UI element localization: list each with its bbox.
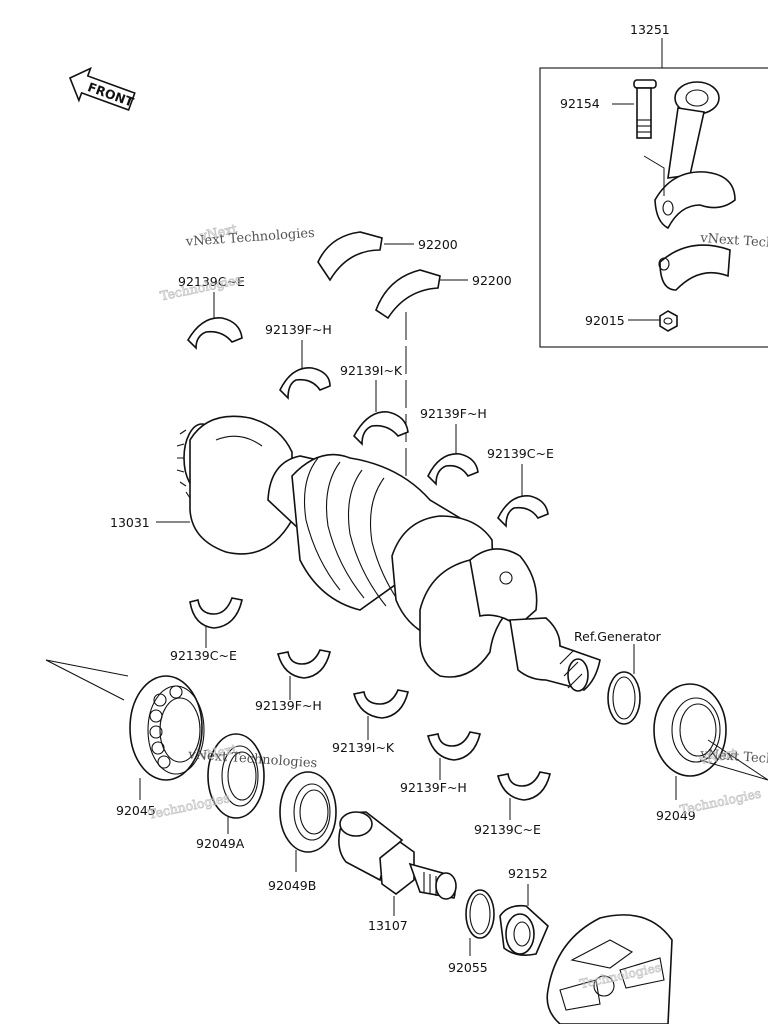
ball-bearing-icon	[129, 675, 205, 781]
callout-92139ce-mid: 92139C~E	[487, 446, 554, 461]
callout-92200-b: 92200	[472, 273, 512, 288]
main-bearing-lower-3	[353, 689, 409, 719]
callout-92139ce-low2: 92139C~E	[474, 822, 541, 837]
watermark-line2-c: Technologies	[678, 785, 762, 817]
callout-13107: 13107	[368, 918, 408, 933]
main-bearing-lower-5	[497, 771, 551, 801]
callout-92049a: 92049A	[196, 836, 245, 851]
callout-92139ce-top: 92139C~E	[178, 274, 245, 289]
connecting-rod-assembly: 13251 92154 92015	[539, 22, 768, 348]
rod-nut-icon	[659, 310, 678, 332]
o-ring-icon	[465, 889, 495, 939]
main-bearing-upper-3	[353, 411, 409, 446]
callout-13031: 13031	[110, 515, 150, 530]
callout-92139fh-mid: 92139F~H	[420, 406, 487, 421]
starter-clutch-icon	[546, 914, 673, 1024]
connecting-rod-icon	[654, 81, 736, 291]
callout-92154: 92154	[560, 96, 600, 111]
main-bearing-upper-1	[186, 317, 243, 350]
stub-shaft-icon	[338, 811, 457, 900]
callout-92139fh-low: 92139F~H	[255, 698, 322, 713]
rod-bolt-icon	[633, 79, 657, 139]
main-bearing-lower-1	[189, 597, 243, 629]
callout-92049b: 92049B	[268, 878, 316, 893]
main-bearing-upper-5	[497, 495, 549, 528]
callout-92045: 92045	[116, 803, 156, 818]
callout-92015: 92015	[585, 313, 625, 328]
front-arrow-icon: FRONT	[68, 66, 136, 111]
callout-92152: 92152	[508, 866, 548, 881]
callout-92055: 92055	[448, 960, 488, 975]
callout-92049: 92049	[656, 808, 696, 823]
watermark-line2-b: Technologies	[147, 790, 231, 822]
oil-seal-a-icon	[207, 733, 265, 819]
callout-92139fh-low2: 92139F~H	[400, 780, 467, 795]
main-bearing-lower-2	[277, 649, 331, 679]
callout-92200-a: 92200	[418, 237, 458, 252]
callout-92139ce-low: 92139C~E	[170, 648, 237, 663]
main-bearing-lower-4	[427, 731, 481, 761]
oil-seal-b-icon	[279, 771, 337, 853]
thrust-washer-upper	[317, 231, 383, 282]
generator-ring-icon	[607, 671, 641, 725]
callout-92139ik-top: 92139I~K	[340, 363, 403, 378]
oil-seal-icon	[653, 683, 727, 777]
ref-generator-label: Ref.Generator	[574, 629, 662, 644]
thrust-washer-lower	[375, 269, 441, 320]
crankshaft-icon	[176, 415, 601, 692]
callout-13251: 13251	[630, 22, 670, 37]
collar-icon	[499, 904, 549, 956]
main-bearing-upper-4	[427, 453, 479, 486]
callout-92139fh-top: 92139F~H	[265, 322, 332, 337]
main-bearing-upper-2	[279, 367, 331, 400]
callout-92139ik-low: 92139I~K	[332, 740, 395, 755]
